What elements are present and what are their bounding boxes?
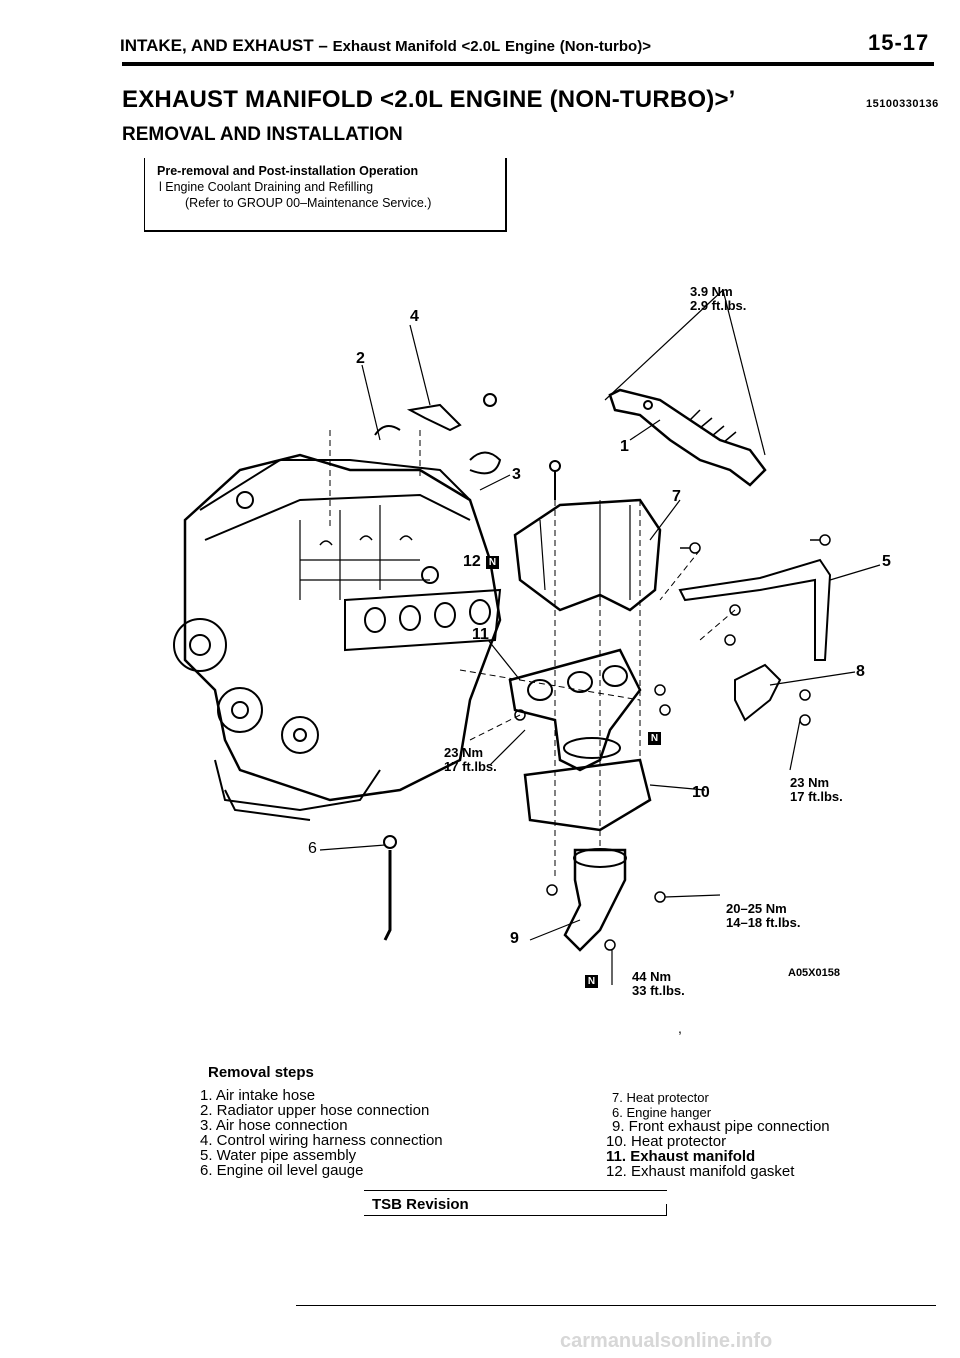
operation-reference: (Refer to GROUP 00–Maintenance Service.) [185,196,432,210]
callout-3: 3 [512,466,521,483]
torque-nm: 3.9 Nm [690,284,733,299]
torque-spec-hose: 3.9 Nm 2.9 ft.lbs. [690,285,746,313]
header-section: Exhaust Manifold [332,38,457,55]
operation-box: Pre-removal and Post-installation Operat… [144,158,507,232]
running-header: INTAKE, AND EXHAUST – Exhaust Manifold <… [120,36,651,56]
operation-title-prefix: Pre-removal [157,164,230,178]
removal-step: 6. Engine oil level gauge [200,1162,364,1179]
footer-rule [296,1305,936,1306]
page-title: EXHAUST MANIFOLD <2.0L ENGINE (NON-TURBO… [122,86,736,113]
torque-spec-front-pipe: 44 Nm 33 ft.lbs. [632,970,685,998]
callout-4: 4 [410,308,419,325]
exhaust-gasket-drawing [344,588,502,652]
torque-ftlbs: 2.9 ft.lbs. [690,298,747,313]
removal-step: 11. Exhaust manifold [606,1148,756,1165]
torque-ftlbs: 14–18 ft.lbs. [726,915,801,930]
new-part-marker: N [648,732,661,745]
callout-5: 5 [882,553,891,570]
removal-step: 4. Control wiring harness connection [200,1132,443,1149]
header-engine-code: <2.0L [461,38,501,55]
air-intake-hose-drawing [608,388,767,487]
small-parts-drawing [374,393,561,500]
page-subtitle: REMOVAL AND INSTALLATION [122,124,403,145]
callout-7: 7 [672,488,681,505]
alignment-lines [329,430,736,880]
torque-spec-exhaust-flange: 20–25 Nm 14–18 ft.lbs. [726,902,800,930]
operation-item-text: Engine Coolant Draining and Refilling [165,180,374,194]
header-section-group: INTAKE, AND EXHAUST [120,36,314,55]
header-rule [122,62,934,66]
operation-box-title: Pre-removal and Post-installation Operat… [157,164,418,178]
flange-gasket-drawing [563,737,621,759]
page-number: 15-17 [868,30,930,55]
oil-level-gauge-drawing [383,835,397,941]
header-engine-word: Engine [505,38,556,55]
removal-step: 12. Exhaust manifold gasket [606,1163,795,1180]
watermark: carmanualsonline.info [560,1330,773,1352]
torque-spec-hanger: 23 Nm 17 ft.lbs. [790,776,843,804]
removal-step: 10. Heat protector [606,1133,727,1150]
torque-nm: 23 Nm [790,775,830,790]
header-variant: (Non-turbo)> [559,38,651,55]
front-exhaust-pipe-drawing [563,848,627,952]
torque-nm: 23 Nm [444,745,484,760]
torque-nm: 44 Nm [632,969,672,984]
removal-step: 5. Water pipe assembly [200,1147,357,1164]
callout-1: 1 [620,438,629,455]
operation-title-rest: and Post-installation Operation [232,164,419,178]
removal-step: 1. Air intake hose [200,1087,316,1104]
bolts-drawing [514,534,831,951]
removal-steps-title: Removal steps [208,1064,314,1081]
callout-9: 9 [510,930,519,947]
exhaust-manifold-drawing [508,648,642,772]
tsb-rule-bottom [364,1215,667,1216]
header-dash: – [318,36,328,55]
removal-step: 9. Front exhaust pipe connection [612,1118,830,1135]
engine-block-drawing [173,453,502,821]
water-pipe-drawing [678,558,832,661]
heat-protector-lower-drawing [523,758,652,832]
removal-step: 6. Engine hanger [612,1105,712,1120]
callout-10: 10 [692,784,710,801]
operation-item: l Engine Coolant Draining and Refilling [159,180,373,194]
document-code: 15100330136 [866,98,939,110]
callout-12: 12 [463,553,481,570]
tsb-revision-label: TSB Revision [372,1196,469,1213]
callout-2: 2 [356,350,365,367]
removal-step: 7. Heat protector [612,1090,709,1105]
callout-11: 11 [472,626,489,643]
leader-lines [319,289,881,985]
torque-ftlbs: 33 ft.lbs. [632,983,685,998]
new-part-marker: N [486,556,499,569]
callout-8: 8 [856,663,865,680]
bullet-marker: l [159,180,162,194]
tsb-rule-top [364,1190,667,1191]
tsb-rule-side [666,1204,667,1216]
torque-ftlbs: 17 ft.lbs. [790,789,843,804]
removal-step: 3. Air hose connection [200,1117,348,1134]
torque-spec-manifold: 23 Nm 17 ft.lbs. [444,746,497,774]
torque-nm: 20–25 Nm [726,901,787,916]
torque-ftlbs: 17 ft.lbs. [444,759,497,774]
callout-6: 6 [308,840,317,857]
figure-code: A05X0158 [788,967,840,979]
heat-protector-upper-drawing [513,498,662,612]
removal-step: 2. Radiator upper hose connection [200,1102,430,1119]
engine-hanger-drawing [734,663,782,722]
stray-mark: , [678,1020,682,1036]
new-part-marker: N [585,975,598,988]
